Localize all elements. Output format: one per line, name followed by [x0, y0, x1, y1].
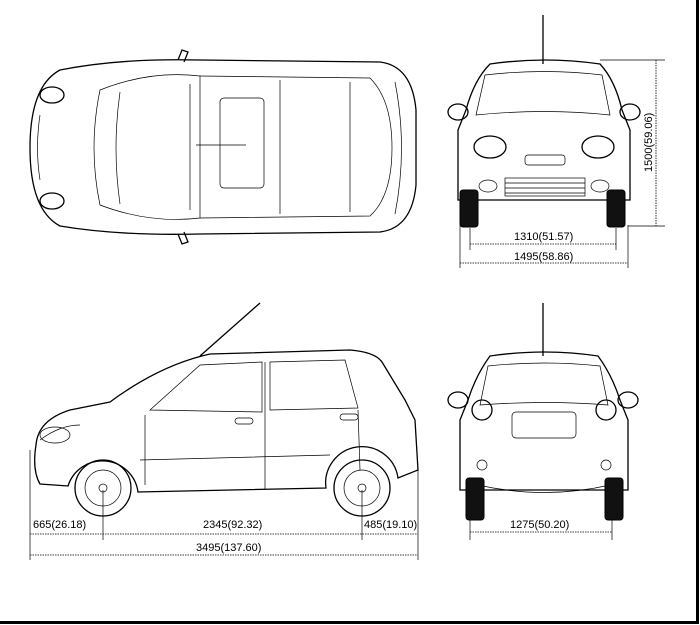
- rear-overhang-label: 485(19.10): [364, 519, 417, 531]
- rear-track-label: 1275(50.20): [510, 519, 569, 531]
- top-view: [29, 49, 417, 245]
- rear-view: [447, 303, 639, 521]
- front-view: [447, 15, 641, 228]
- front-track-label: 1310(51.57): [514, 231, 573, 243]
- overall-height-label: 1500(59.06): [643, 113, 655, 172]
- overall-width-label: 1495(58.86): [514, 251, 573, 263]
- front-overhang-label: 665(26.18): [33, 519, 86, 531]
- dimension-lines: [29, 59, 665, 560]
- wheelbase-label: 2345(92.32): [203, 519, 262, 531]
- overall-length-label: 3495(137.60): [196, 542, 261, 554]
- side-view: [34, 302, 419, 517]
